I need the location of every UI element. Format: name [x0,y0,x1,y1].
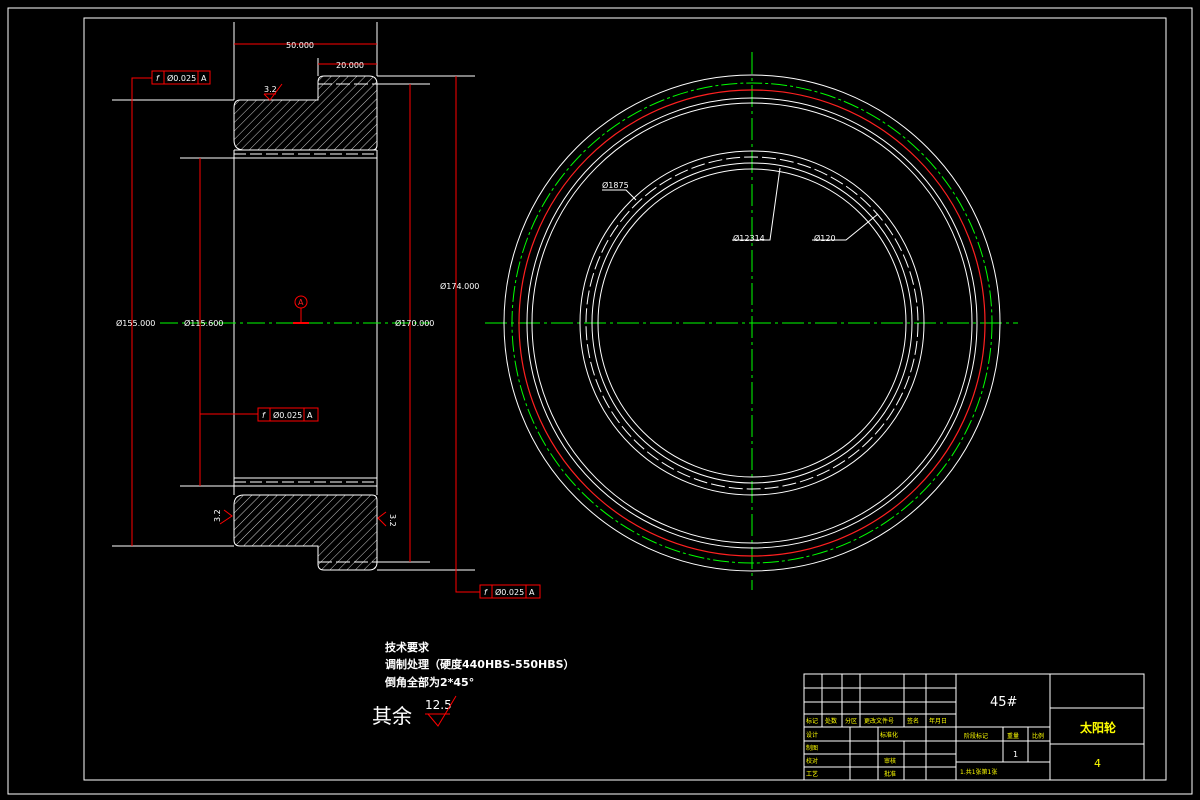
svg-text:f: f [156,74,160,83]
svg-text:A: A [529,588,535,597]
roughness-symbol-top: 3.2 [263,83,283,101]
dim-width-hub: 20.000 [336,61,364,70]
outer-pitch-circle-green [511,82,993,564]
part-name: 太阳轮 [1080,720,1117,735]
upper-section-hatch [233,75,378,151]
leader-120 [812,213,879,241]
svg-text:3.2: 3.2 [213,509,222,522]
root-circle [526,97,978,549]
leader-1875 [602,189,637,201]
tolerance-frame-middle: f Ø0.025 A [199,407,319,486]
bore-inner-circle [591,162,913,484]
roughness-symbol-bottom-left: 3.2 [213,509,233,525]
svg-text:f: f [484,588,488,597]
svg-text:A: A [298,298,304,307]
std-label: 标准化 [880,731,898,739]
dim-d-12314: Ø12314 [733,233,765,243]
inner-border [83,17,1167,781]
svg-text:3.2: 3.2 [388,514,397,527]
rim-circle [531,102,973,544]
technical-notes: 技术要求 调制处理（硬度440HBS-550HBS） 倒角全部为2*45° 其余… [372,640,575,728]
header-count: 处数 [825,717,837,725]
svg-text:Ø0.025: Ø0.025 [495,587,524,597]
notes-line-1: 调制处理（硬度440HBS-550HBS） [385,657,575,671]
approve-label: 批准 [884,770,896,778]
svg-text:Ø0.025: Ø0.025 [273,410,302,420]
dim-width-overall: 50.000 [286,41,314,50]
rest-roughness-value: 12.5 [425,698,452,712]
header-mark: 标记 [806,717,818,725]
review-label: 审核 [884,757,896,765]
svg-text:f: f [262,411,266,420]
bore-pitch-circle [585,156,919,490]
quantity-text: 1 [1013,750,1018,759]
dim-dia-174: Ø174.000 [440,281,479,291]
title-block [803,673,1145,781]
bore-circle [597,168,907,478]
drawing-number: 4 [1094,757,1101,770]
bore-outer-circle [579,150,925,496]
notes-line-2: 倒角全部为2*45° [384,675,474,689]
front-view: Ø1875 Ø12314 Ø120 [485,52,1018,590]
title-block-text: 45# 太阳轮 4 1 标记 处数 分区 更改文件号 签名 年月日 设计 制图 … [806,695,1117,778]
pitch-circle-red [518,89,986,557]
notes-title: 技术要求 [385,640,430,654]
dim-d-120: Ø120 [814,233,836,243]
dim-dia-115: Ø115.600 [184,318,223,328]
addendum-circle [503,74,1001,572]
svg-text:A: A [307,411,313,420]
scale-label: 比例 [1032,732,1044,740]
dim-dia-170: Ø170.000 [395,318,434,328]
row-draw: 制图 [806,744,818,752]
row-check: 校对 [806,757,818,765]
row-design: 设计 [806,731,818,739]
section-view: 50.000 20.000 Ø155.000 Ø115.600 Ø170.000… [112,22,541,599]
svg-text:3.2: 3.2 [264,85,277,94]
material-text: 45# [990,695,1017,710]
lower-section-hatch [233,494,378,571]
row-process: 工艺 [806,770,818,778]
dim-dia-155: Ø155.000 [116,318,155,328]
rest-roughness-label: 其余 [372,704,412,728]
stage-label: 阶段标记 [964,732,988,740]
header-change-doc: 更改文件号 [864,717,894,725]
header-sign: 签名 [907,717,919,725]
sheet-text: 1.共1张第1张 [960,768,997,776]
header-date: 年月日 [929,717,947,725]
weight-label: 重量 [1007,732,1019,740]
svg-text:Ø0.025: Ø0.025 [167,73,196,83]
outer-border [7,7,1193,795]
tolerance-frame-top: f Ø0.025 A [131,70,211,100]
leader-12314 [732,167,781,241]
datum-a-marker: A [293,295,309,324]
tolerance-frame-bottom: f Ø0.025 A [455,570,541,599]
rest-roughness-symbol [427,695,457,727]
header-zone: 分区 [845,717,857,725]
roughness-symbol-bottom-right: 3.2 [377,511,397,527]
svg-text:A: A [201,74,207,83]
dim-d-1875: Ø1875 [602,180,629,190]
